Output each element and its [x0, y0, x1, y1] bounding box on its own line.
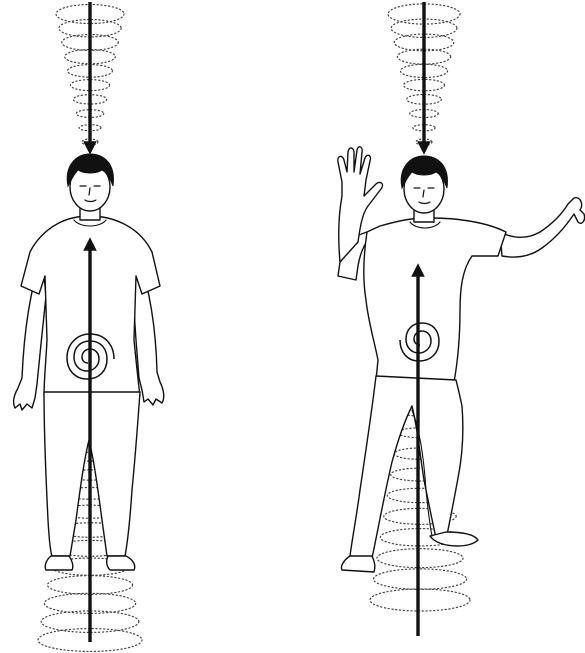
figure-standing: [14, 2, 164, 651]
coil-ring: [370, 589, 470, 611]
coil-ring: [373, 569, 466, 589]
figure-stepping: [338, 2, 585, 636]
coil-ring: [377, 549, 463, 568]
stepping-body: [338, 147, 585, 572]
